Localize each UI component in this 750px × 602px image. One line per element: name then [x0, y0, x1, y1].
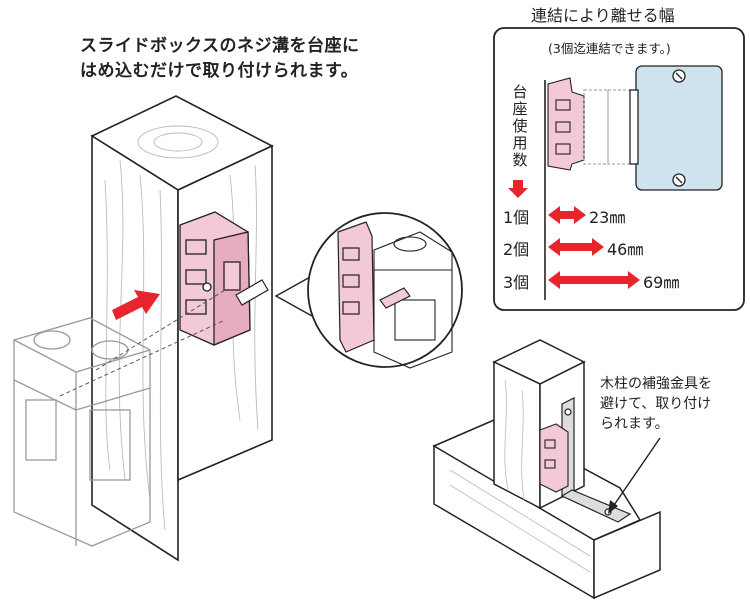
blue-switch-box — [629, 65, 723, 191]
small-pink-bracket — [539, 423, 569, 493]
row-value-3: 69㎜ — [643, 273, 680, 292]
side-caption-line-3: られます。 — [600, 416, 669, 432]
panel-note: (3個迄連結できます。) — [548, 41, 671, 56]
down-arrow — [508, 180, 528, 198]
alignment-guides — [59, 289, 226, 397]
screw-pin — [235, 279, 269, 306]
row-value-1: 23㎜ — [589, 208, 626, 227]
post-small-left — [493, 360, 541, 510]
spacing-arrows — [548, 206, 640, 289]
post-left-face — [91, 134, 179, 562]
insert-arrow — [112, 290, 160, 320]
base-count-label: 台座使用数 — [512, 83, 528, 169]
beam-end — [593, 510, 661, 600]
panel-title: 連結により離せる幅 — [531, 6, 675, 25]
side-caption-line-2: 避けて、取り付け — [600, 396, 712, 412]
main-caption: スライドボックスのネジ溝を台座に はめ込むだけで取り付けられます。 — [80, 34, 360, 84]
zoom-pointer — [274, 275, 313, 317]
callout-leader — [611, 437, 661, 509]
row-value-2: 46㎜ — [607, 240, 644, 259]
main-caption-line-1: スライドボックスのネジ溝を台座に — [80, 36, 360, 56]
panel-bracket — [547, 77, 585, 171]
arrow-23mm — [548, 206, 586, 224]
row-label-1: 1個 — [503, 208, 530, 227]
callout-arrowhead — [608, 500, 618, 514]
side-caption-line-1: 木柱の補強金具を — [600, 376, 712, 392]
row-label-2: 2個 — [503, 240, 530, 259]
side-caption: 木柱の補強金具を 避けて、取り付け られます。 — [600, 374, 712, 434]
arrow-46mm — [548, 238, 604, 256]
arrow-69mm — [548, 271, 640, 289]
zoom-detail — [274, 212, 463, 369]
main-caption-line-2: はめ込むだけで取り付けられます。 — [80, 61, 359, 81]
switch-box-outline — [13, 317, 151, 547]
row-label-3: 3個 — [503, 273, 530, 292]
pink-base-bracket — [179, 211, 251, 346]
